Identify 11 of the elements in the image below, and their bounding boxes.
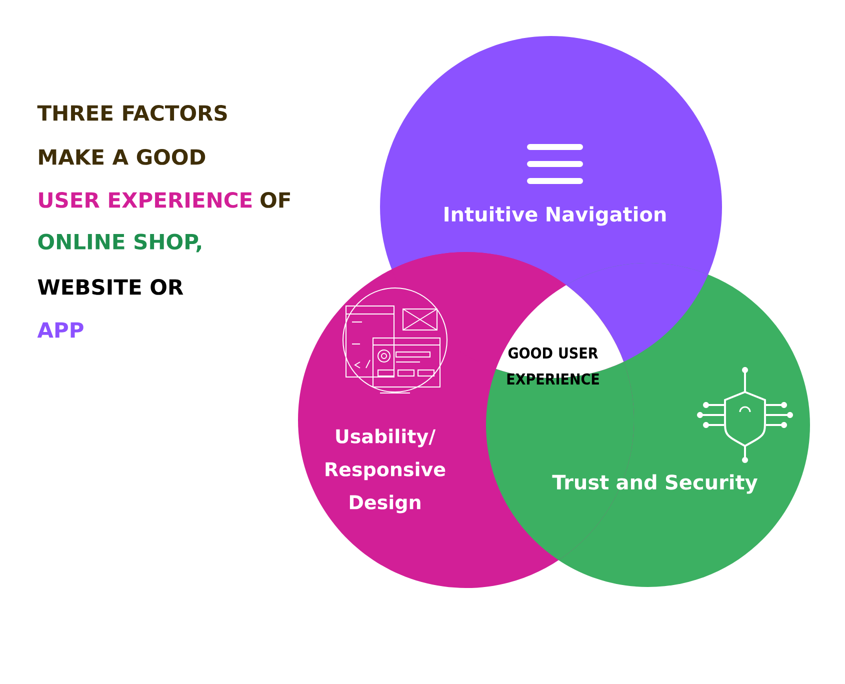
title-text: ONLINE SHOP, [38, 234, 201, 252]
circle-label: Trust and Security [552, 474, 758, 494]
title-text: WEBSITE OR [38, 279, 184, 295]
circle-label: Intuitive Navigation [444, 206, 666, 226]
title-text: THREE FACTORS [37, 105, 227, 121]
title-text: MAKE A GOOD [39, 149, 206, 165]
title-text: USER EXPERIENCE [39, 192, 252, 208]
circle-label: GOOD USER EXPERIENCE [507, 347, 599, 385]
title-text: OF [260, 192, 290, 208]
circle-label: Usability/ Responsive Design [326, 428, 446, 514]
title-text: APP [37, 322, 84, 338]
